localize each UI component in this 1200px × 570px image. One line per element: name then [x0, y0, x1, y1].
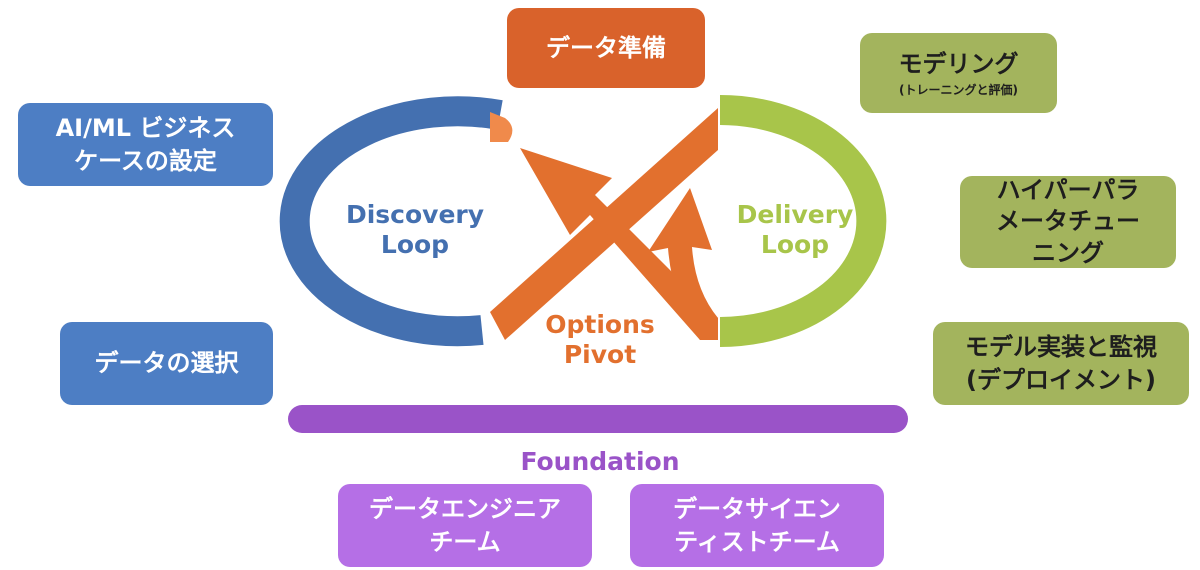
business-case-box: AI/ML ビジネス ケースの設定: [18, 103, 273, 186]
foundation-label: Foundation: [520, 447, 680, 476]
pivot-arrow-right: [648, 188, 718, 340]
data-eng-line1: データエンジニア: [369, 495, 561, 524]
data-sci-box: データサイエン ティストチーム: [630, 484, 884, 567]
data-selection-text: データの選択: [94, 349, 239, 378]
data-sci-line2: ティストチーム: [674, 527, 840, 556]
deploy-line2: (デプロイメント): [966, 365, 1156, 394]
modeling-box: モデリング (トレーニングと評価): [860, 33, 1057, 113]
discovery-label-line2: Loop: [380, 230, 450, 259]
discovery-ring-cap: [490, 112, 513, 142]
pivot-label-line2: Pivot: [563, 340, 637, 369]
modeling-title: モデリング: [898, 49, 1019, 78]
hyperparam-line1: ハイパーパラ: [996, 176, 1140, 205]
delivery-label-line2: Loop: [760, 230, 830, 259]
hyperparam-line3: ニング: [1032, 238, 1104, 267]
deploy-line1: モデル実装と監視: [965, 333, 1157, 362]
delivery-loop-label: Delivery Loop: [720, 200, 870, 260]
delivery-label-line1: Delivery: [736, 200, 854, 229]
discovery-loop-ring: [279, 96, 503, 347]
data-eng-line2: チーム: [429, 527, 501, 556]
data-prep-box: データ準備: [507, 8, 705, 88]
business-case-line1: AI/ML ビジネス: [55, 114, 236, 143]
deploy-box: モデル実装と監視 (デプロイメント): [933, 322, 1189, 405]
foundation-bar: [288, 405, 908, 433]
hyperparam-line2: メータチュー: [996, 207, 1140, 236]
data-prep-text: データ準備: [546, 33, 666, 62]
data-eng-box: データエンジニア チーム: [338, 484, 592, 567]
pivot-label-line1: Options: [545, 310, 655, 339]
data-sci-line1: データサイエン: [673, 495, 841, 524]
delivery-loop-ring: [719, 95, 887, 347]
options-pivot-label: Options Pivot: [520, 310, 680, 370]
modeling-subtitle: (トレーニングと評価): [899, 83, 1018, 98]
discovery-loop-label: Discovery Loop: [330, 200, 500, 260]
discovery-label-line1: Discovery: [345, 200, 485, 229]
hyperparam-box: ハイパーパラ メータチュー ニング: [960, 176, 1176, 268]
pivot-arrow-left: [520, 148, 718, 340]
data-selection-box: データの選択: [60, 322, 273, 405]
business-case-line2: ケースの設定: [74, 146, 217, 175]
